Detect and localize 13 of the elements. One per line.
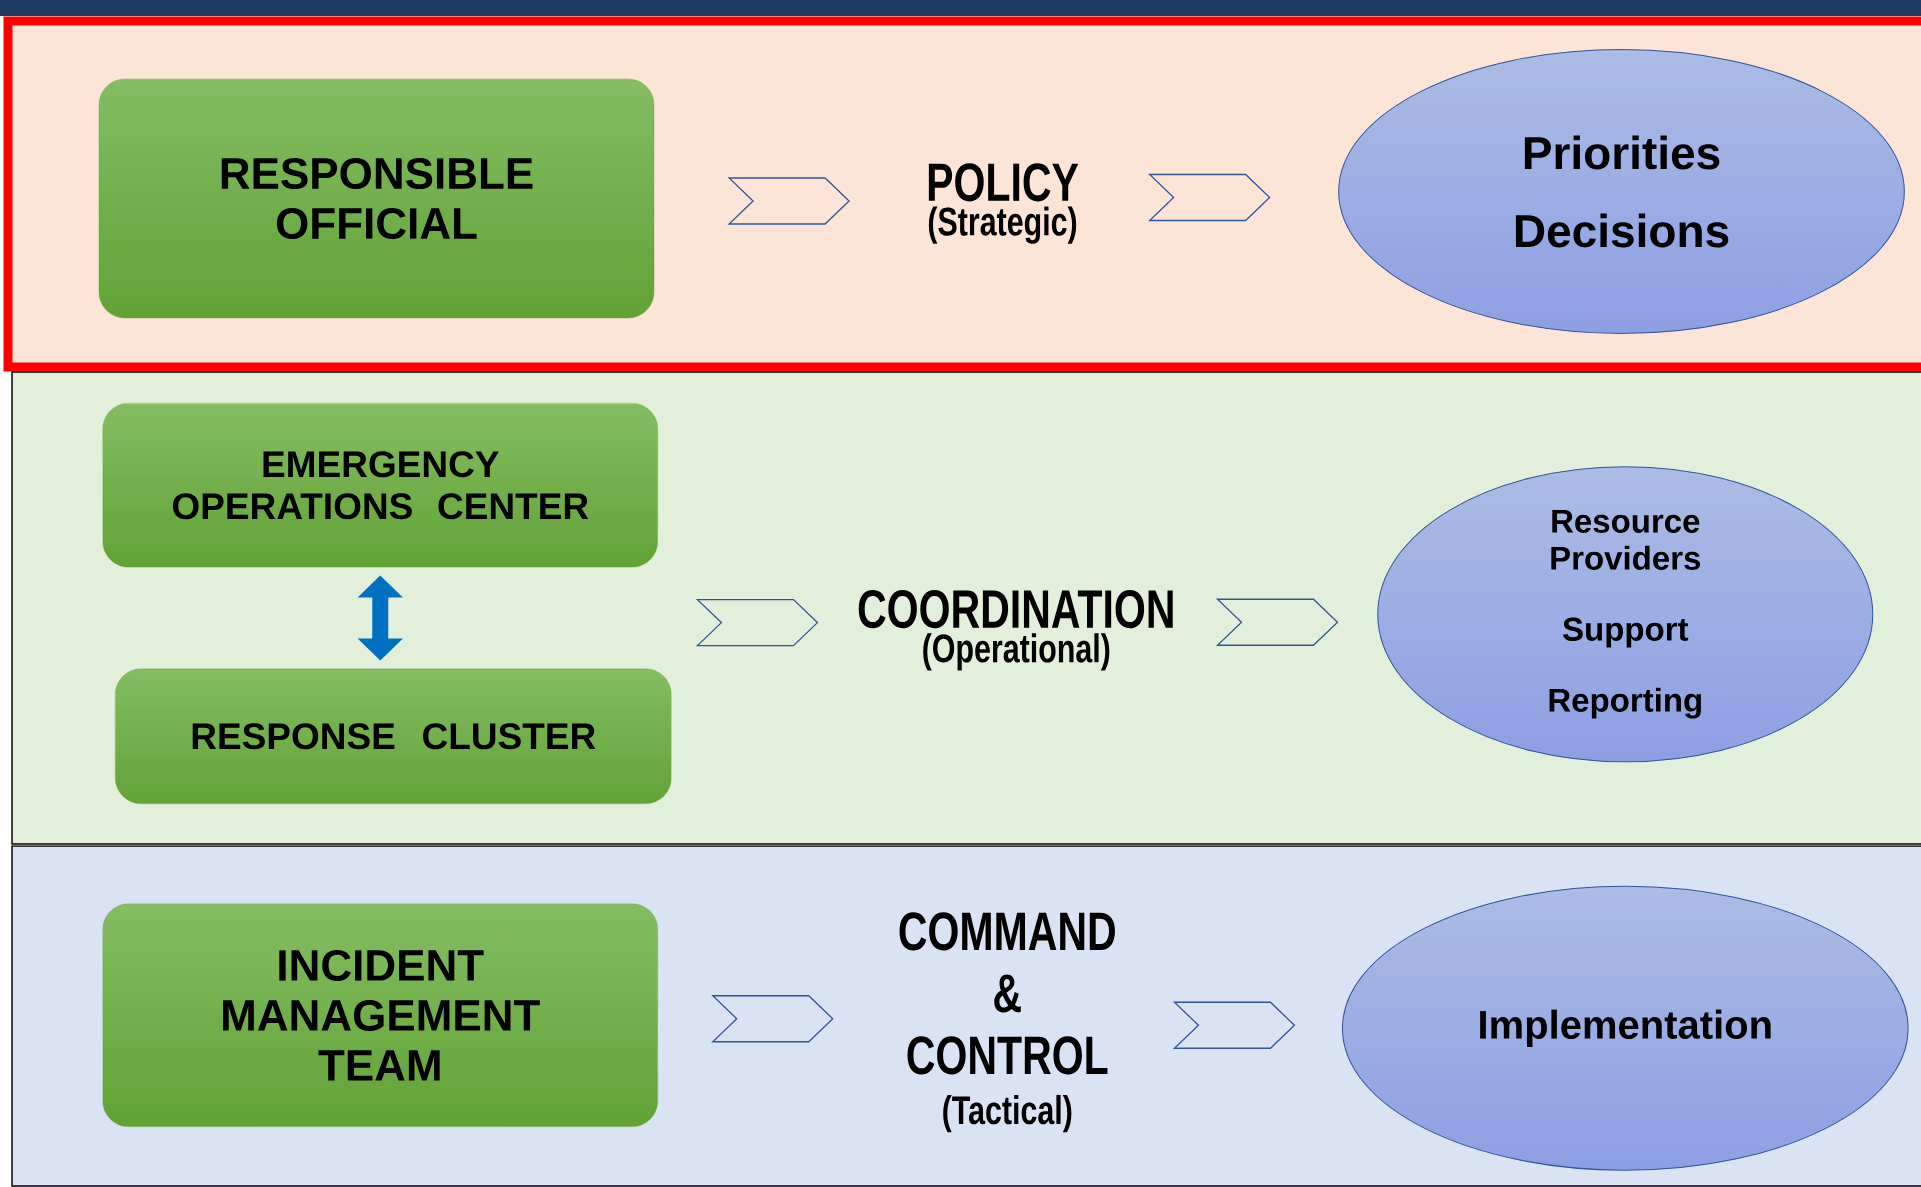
level-label: POLICY (Strategic): [928, 163, 1079, 244]
chevron-arrow: [1215, 598, 1339, 646]
chevron-arrow: [1148, 173, 1271, 222]
chevron-arrow: [1172, 1001, 1296, 1049]
level-label: COORDINATION (Operational): [858, 590, 1173, 671]
chevron-arrow: [695, 598, 819, 647]
role-box: INCIDENT MANAGEMENT TEAM: [102, 903, 658, 1127]
role-box: RESPONSE CLUSTER: [115, 668, 672, 804]
role-box: EMERGENCY OPERATIONS CENTER: [102, 403, 658, 568]
role-box: RESPONSIBLE OFFICIAL: [98, 78, 655, 319]
level-label: COMMAND & CONTROL (Tactical): [899, 912, 1115, 1133]
chevron-arrow: [711, 995, 834, 1043]
chevron-arrow: [727, 177, 850, 225]
